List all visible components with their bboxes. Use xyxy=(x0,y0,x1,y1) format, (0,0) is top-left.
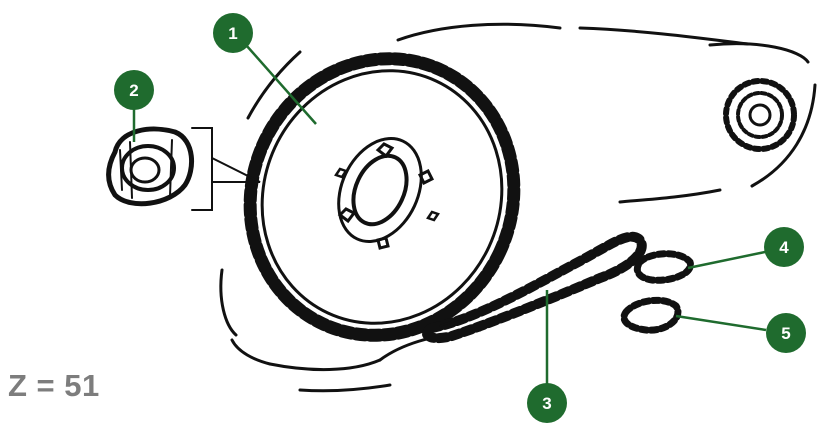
callout-5: 5 xyxy=(766,313,806,353)
chain-link-a xyxy=(637,254,690,281)
callout-4: 4 xyxy=(764,227,804,267)
callout-1-label: 1 xyxy=(228,24,237,43)
callout-5-label: 5 xyxy=(781,324,790,343)
rear-sprocket xyxy=(205,15,559,379)
chain-link-b xyxy=(624,300,678,330)
front-sprocket xyxy=(726,81,794,149)
callout-1: 1 xyxy=(213,13,253,53)
callout-2: 2 xyxy=(114,70,154,110)
tooth-count-label: Z = 51 xyxy=(8,368,100,404)
leader-line-4 xyxy=(688,252,765,268)
callout-3: 3 xyxy=(527,383,567,423)
leader-line-5 xyxy=(676,316,766,330)
callout-4-label: 4 xyxy=(779,238,789,257)
callout-3-label: 3 xyxy=(542,394,551,413)
hub-nut xyxy=(109,129,192,204)
callout-2-label: 2 xyxy=(129,81,138,100)
